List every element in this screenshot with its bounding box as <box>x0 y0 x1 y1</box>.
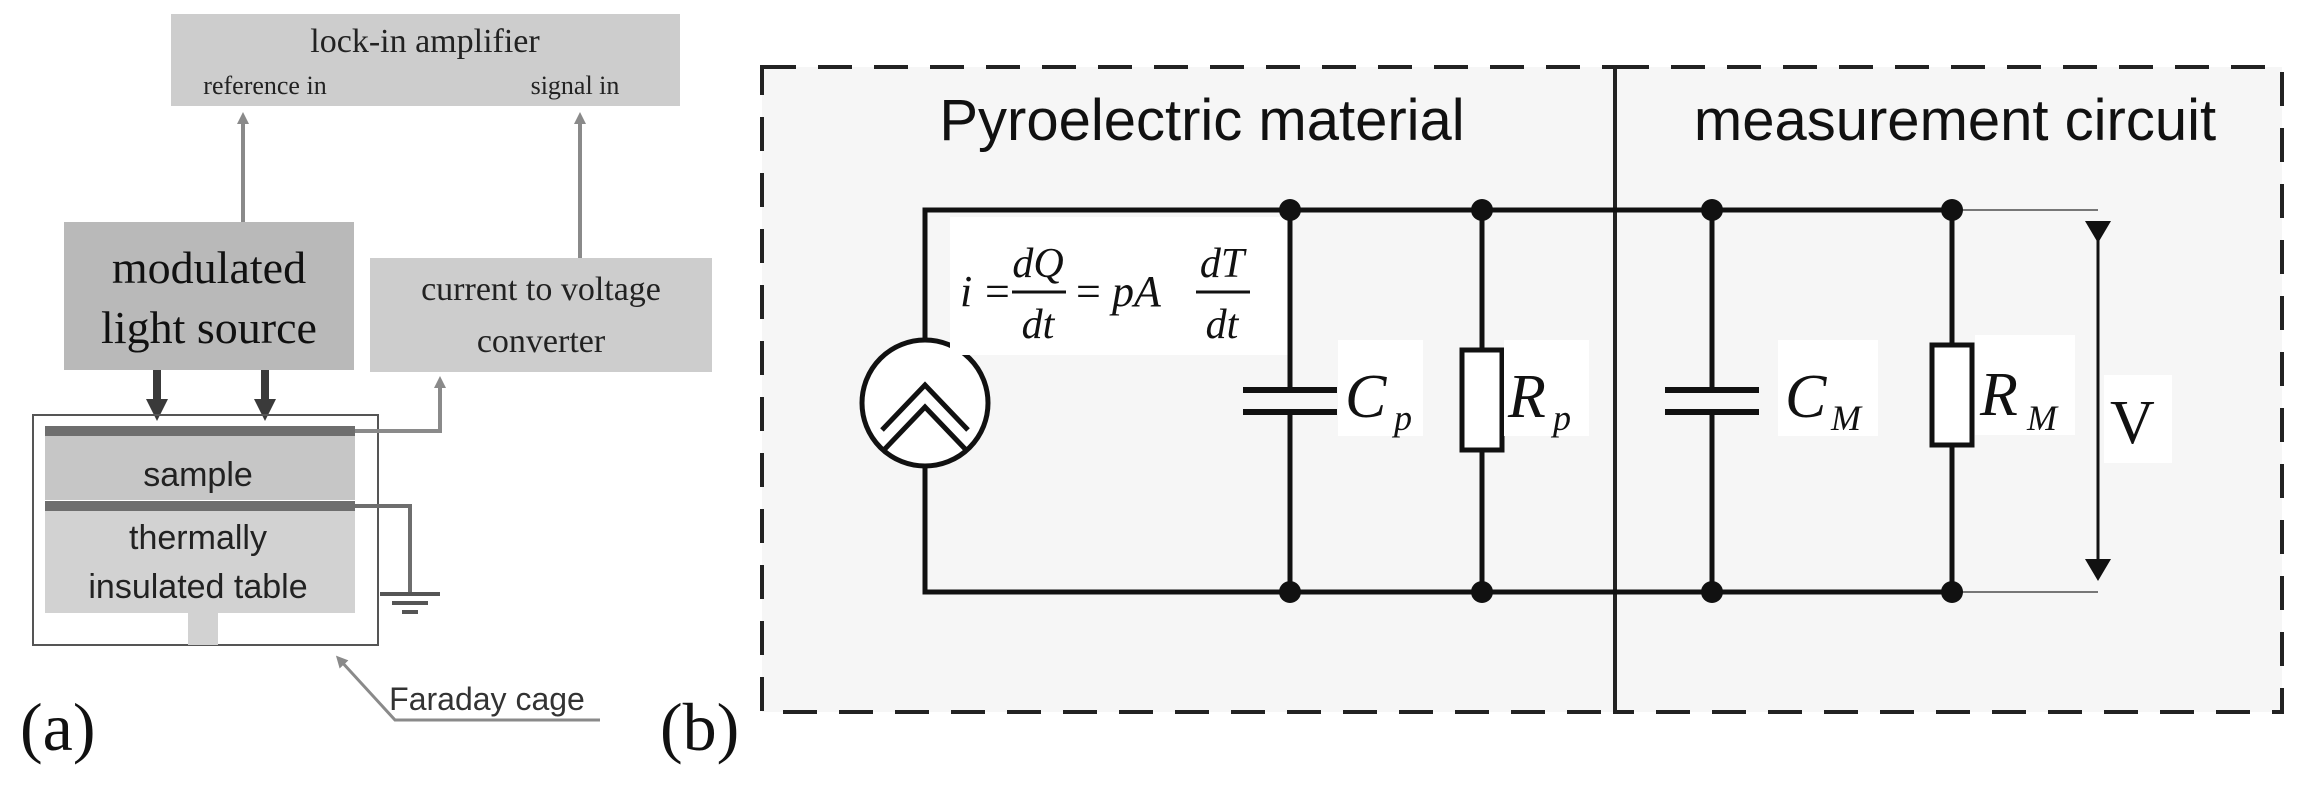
lockin-title: lock-in amplifier <box>310 23 540 60</box>
faraday-leader <box>335 655 600 722</box>
lockin-signal-in: signal in <box>531 71 620 100</box>
pyroelectric-title: Pyroelectric material <box>939 88 1464 153</box>
light-source-box <box>64 222 354 370</box>
voltage-label: V <box>2110 389 2155 457</box>
junction-dot <box>1701 581 1723 603</box>
eq-dt-2: dt <box>1206 302 1240 348</box>
table-region <box>45 511 355 613</box>
equation-background <box>950 217 1290 355</box>
rp-subscript: p <box>1550 398 1571 438</box>
sample-region <box>45 430 355 500</box>
bottom-electrode <box>45 501 355 511</box>
junction-dot <box>1701 199 1723 221</box>
eq-equals-1: = <box>985 267 1010 316</box>
rm-subscript: M <box>2026 398 2059 438</box>
eq-i: i <box>960 267 972 316</box>
eq-dt-upper: dT <box>1200 241 1247 287</box>
eq-dq: dQ <box>1012 241 1063 287</box>
measurement-title: measurement circuit <box>1694 88 2216 153</box>
pyroelectric-frame <box>760 65 1617 714</box>
equation: i = dQ dt = pA dT dt <box>960 241 1250 348</box>
eq-pa: pA <box>1109 267 1162 316</box>
rp-label: R <box>1507 363 1546 431</box>
panel-b-label: (b) <box>660 689 739 765</box>
rm-label-bg <box>1975 335 2075 435</box>
cp-label: C <box>1345 363 1387 431</box>
rm-label: R <box>1979 361 2018 429</box>
lockin-reference-in: reference in <box>203 71 326 100</box>
cp-subscript: p <box>1391 398 1412 438</box>
electrode-to-converter-wire <box>355 376 446 433</box>
table-line2: insulated table <box>88 568 307 606</box>
cm-label-bg <box>1778 340 1878 436</box>
voltage-label-bg <box>2104 375 2172 463</box>
junction-dot <box>1279 581 1301 603</box>
top-electrode <box>45 426 355 436</box>
current-source-chevron-inner <box>880 403 970 454</box>
rm-resistor-icon <box>1929 342 1975 448</box>
measurement-frame <box>1613 65 2284 714</box>
rp-resistor-icon <box>1459 347 1505 453</box>
converter-line2: converter <box>477 323 606 360</box>
light-source-line1: modulated <box>112 242 306 293</box>
table-line1: thermally <box>129 519 267 557</box>
panel-a: lock-in amplifier reference in signal in… <box>20 14 712 765</box>
junction-dot <box>1279 199 1301 221</box>
sample-label: sample <box>143 456 253 494</box>
table-leg <box>188 613 218 645</box>
panel-a-label: (a) <box>20 689 95 765</box>
cm-subscript: M <box>1830 398 1863 438</box>
rp-label-bg <box>1504 340 1589 436</box>
eq-dt-1: dt <box>1022 302 1056 348</box>
faraday-label: Faraday cage <box>389 681 585 717</box>
junction-dot <box>1941 199 1963 221</box>
current-source-chevron-outer <box>880 381 970 432</box>
current-source-icon <box>859 337 991 469</box>
converter-box <box>370 258 712 372</box>
eq-equals-2: = <box>1076 267 1101 316</box>
junction-dot <box>1471 581 1493 603</box>
lockin-amplifier-box <box>171 14 680 106</box>
junction-dot <box>1941 581 1963 603</box>
panel-b: Pyroelectric material measurement circui… <box>660 65 2284 765</box>
junction-dot <box>1471 199 1493 221</box>
converter-line1: current to voltage <box>421 271 661 308</box>
cp-label-bg <box>1338 340 1423 436</box>
ground-wire <box>355 504 412 592</box>
light-source-line2: light source <box>101 302 317 353</box>
cm-label: C <box>1785 363 1827 431</box>
